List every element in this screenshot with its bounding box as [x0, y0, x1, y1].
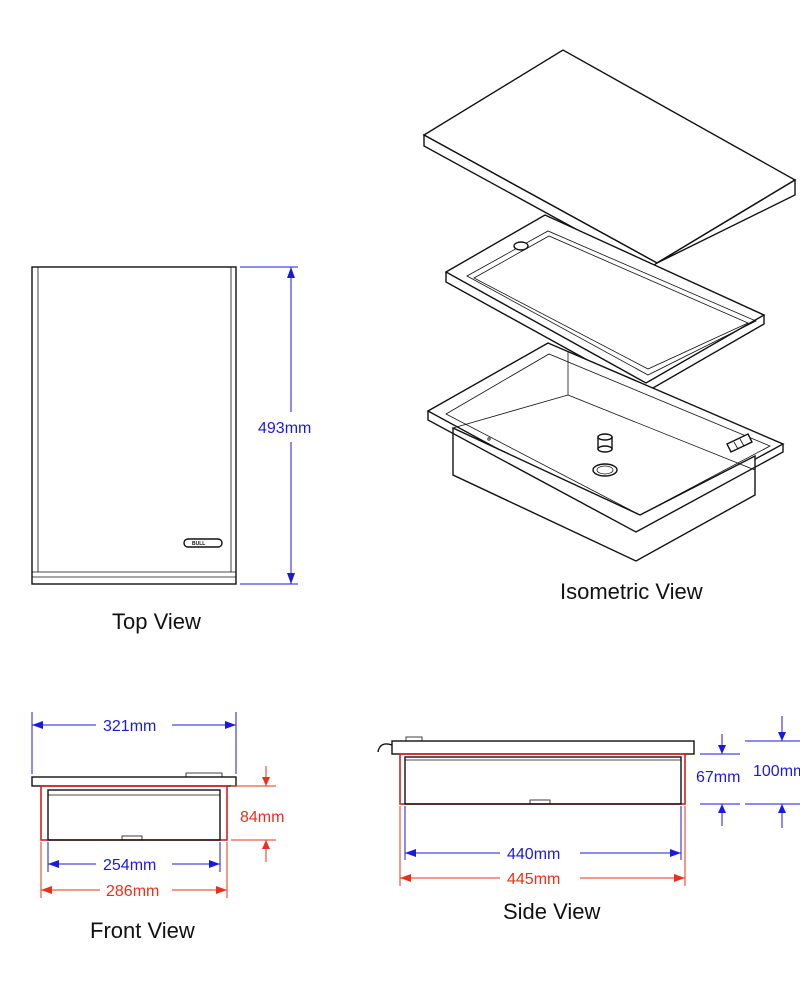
side-view-inner-box [404, 756, 682, 805]
top-view: BULL 493mm Top View [31, 266, 311, 634]
label-side-view: Side View [503, 899, 601, 924]
dim-side-depth-total-label: 100mm [753, 763, 800, 780]
dim-top-length-label: 493mm [258, 420, 311, 437]
dim-front-width-outer-label: 286mm [106, 883, 159, 900]
label-top-view: Top View [112, 609, 201, 634]
side-view-lid [391, 740, 695, 755]
front-view: 321mm 254mm 286mm [31, 712, 284, 943]
iso-tray [426, 342, 785, 562]
iso-frame [444, 214, 766, 393]
label-front-view: Front View [90, 918, 195, 943]
tray-handle [726, 433, 753, 453]
dim-top-length: 493mm [240, 266, 311, 585]
dim-front-width-inner-label: 254mm [103, 857, 156, 874]
dim-front-width-outer: 286mm [40, 842, 228, 900]
iso-lid [422, 49, 797, 272]
front-view-inner-box [47, 789, 221, 841]
dim-side-length-inner-label: 440mm [507, 846, 560, 863]
side-view-outer-box [399, 753, 686, 805]
dim-front-width-overall-label: 321mm [103, 718, 156, 735]
dim-front-height-label: 84mm [240, 809, 284, 826]
dim-side-depth-box-label: 67mm [696, 769, 740, 786]
dim-front-height: 84mm [231, 766, 284, 862]
dim-side-length-outer-label: 445mm [507, 871, 560, 888]
dim-side-length-inner: 440mm [404, 806, 682, 863]
side-view: 440mm 445mm 67mm [377, 716, 800, 924]
label-isometric-view: Isometric View [560, 579, 703, 604]
dim-front-width-inner: 254mm [47, 842, 221, 874]
front-view-lid [31, 776, 237, 787]
dim-side-depth-total: 100mm [745, 716, 800, 828]
frame-notch [513, 241, 529, 251]
top-view-outline [31, 266, 237, 585]
brand-badge: BULL [183, 538, 223, 548]
dim-side-length-outer: 445mm [399, 806, 686, 888]
dim-side-depth-box: 67mm [696, 734, 740, 826]
brand-badge-text: BULL [192, 541, 205, 547]
front-view-outer-box [40, 785, 228, 841]
dim-front-width-overall: 321mm [31, 712, 237, 774]
isometric-view: Isometric View [422, 49, 797, 604]
